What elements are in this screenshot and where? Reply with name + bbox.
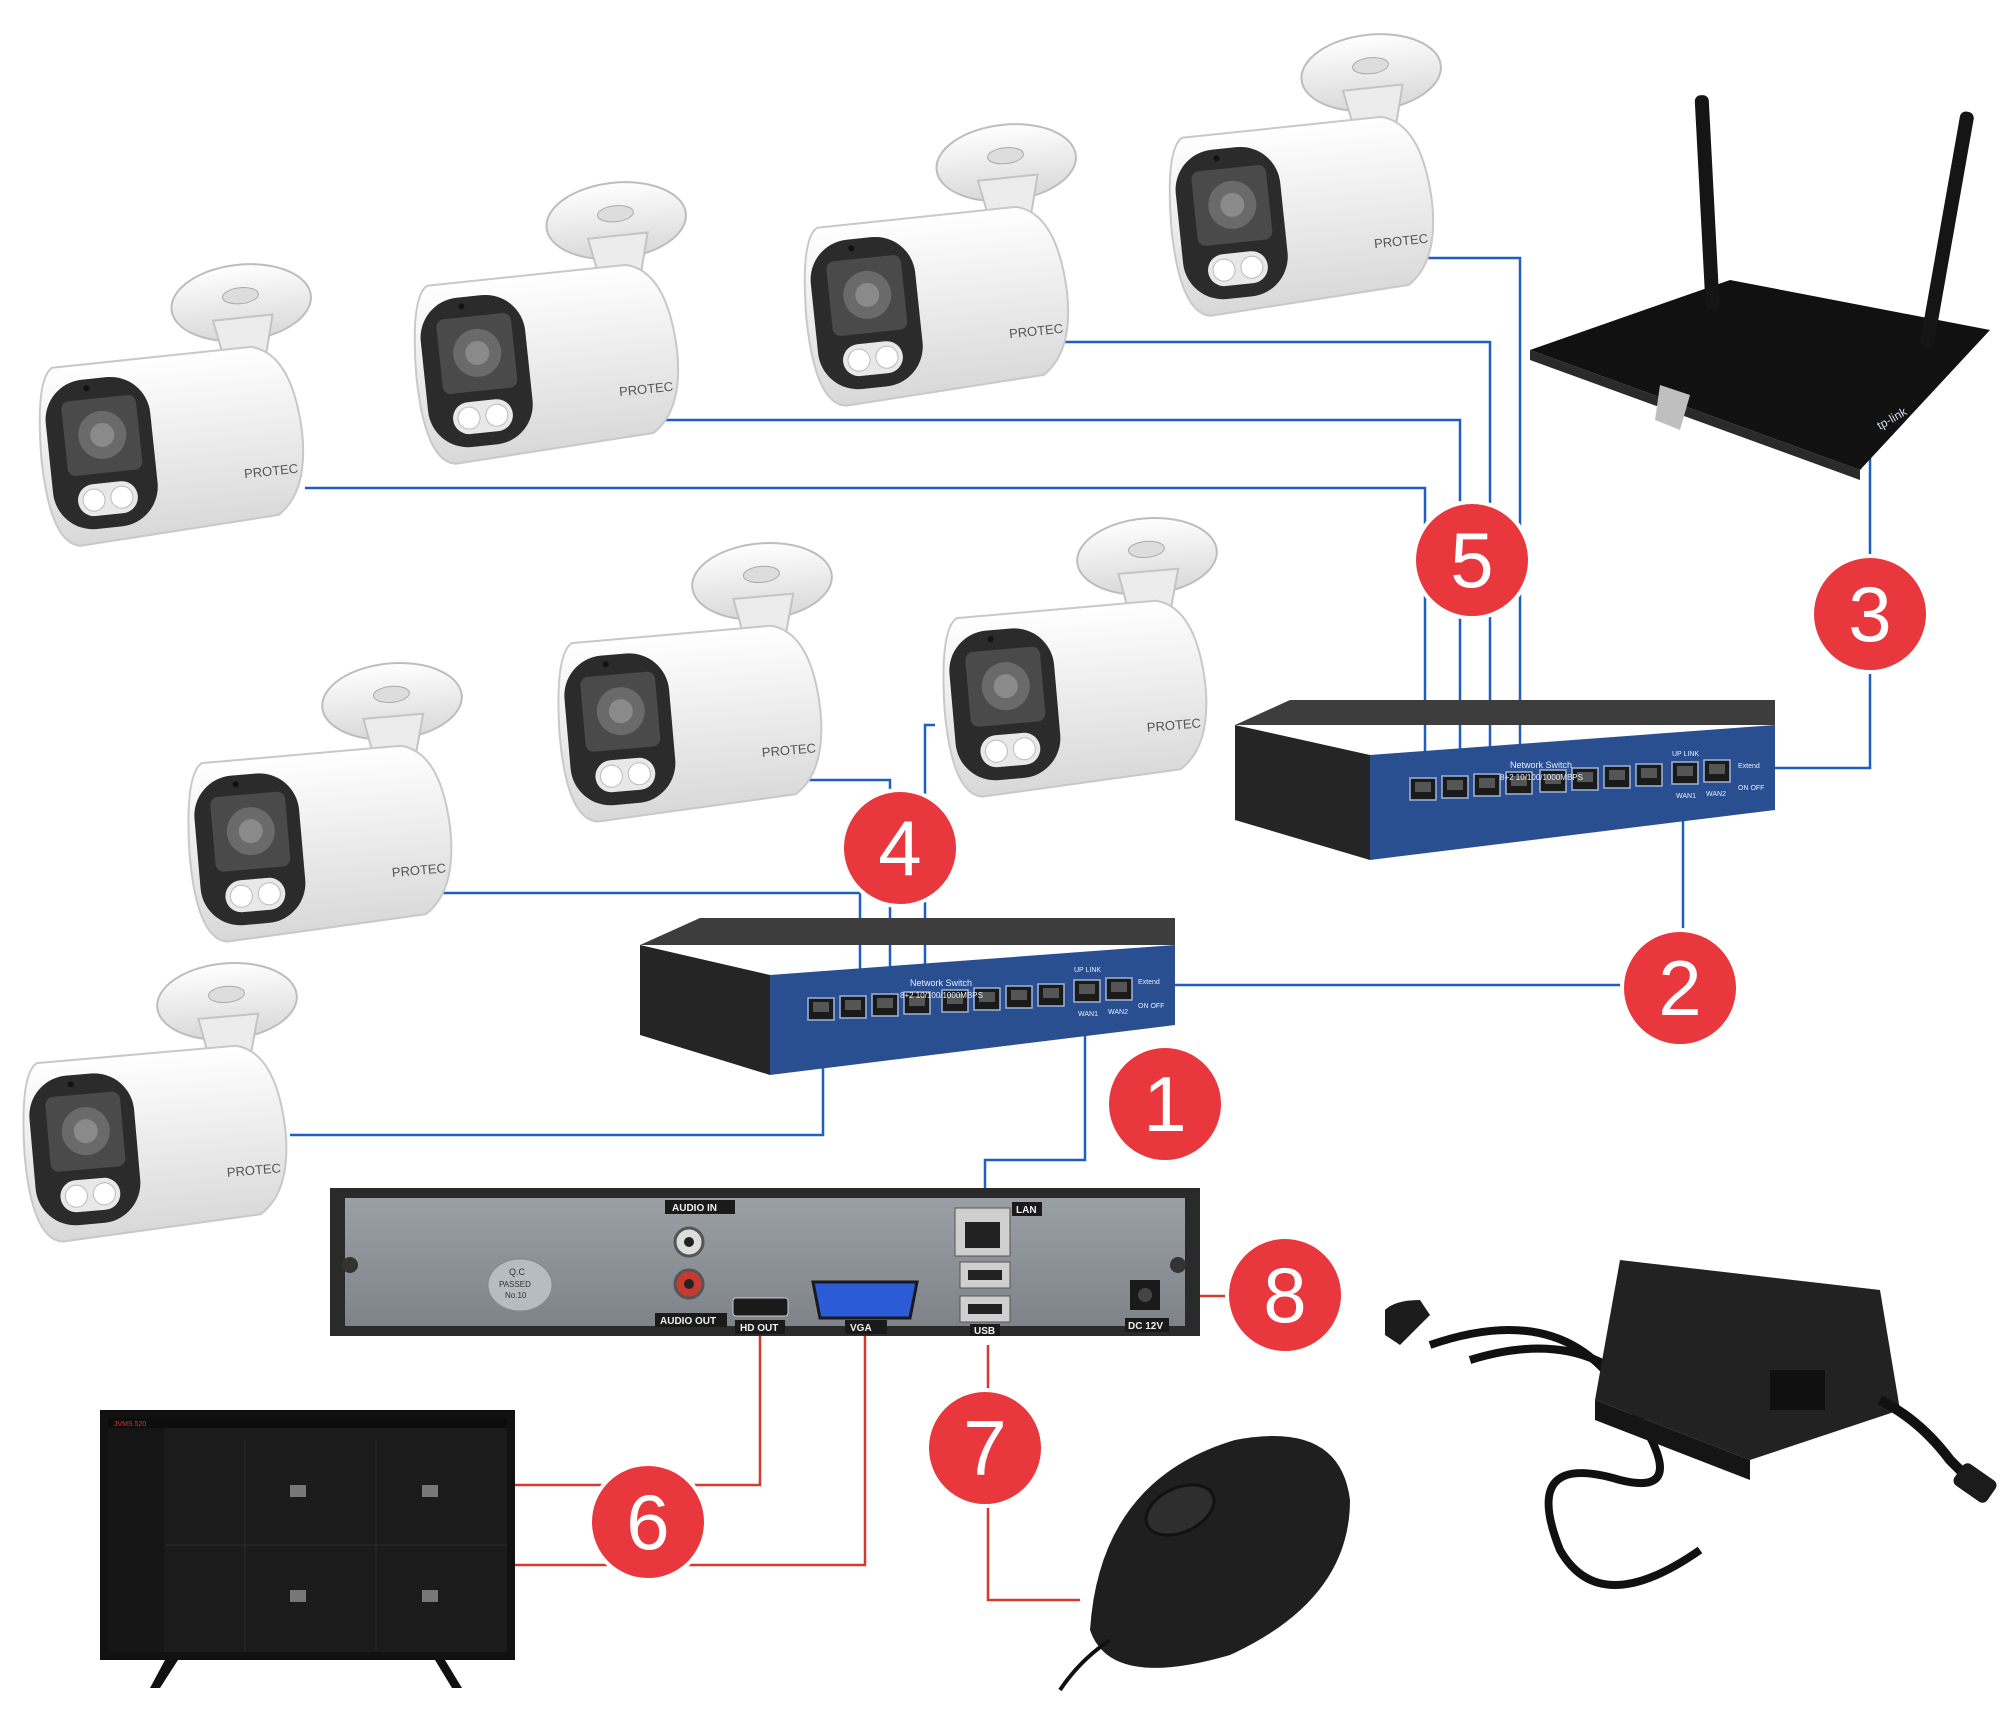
router-antenna-left xyxy=(1694,95,1720,310)
camera-brand: PROTEC xyxy=(243,461,298,482)
badge-1: 1 xyxy=(1105,1044,1225,1164)
svg-text:4: 4 xyxy=(878,804,921,892)
svg-text:7: 7 xyxy=(963,1404,1006,1492)
camera-3: PROTEC xyxy=(787,116,1101,410)
monitor: JVMS 520 xyxy=(100,1410,515,1688)
camera-brand: PROTEC xyxy=(1008,321,1063,342)
badges: 1 2 3 4 5 6 7 8 xyxy=(588,500,1930,1582)
switch-uplink: UP LINK xyxy=(1672,751,1699,758)
svg-text:No.10: No.10 xyxy=(505,1291,527,1300)
camera-8: PROTEC xyxy=(8,956,318,1246)
badge-2: 2 xyxy=(1620,928,1740,1048)
camera-brand: PROTEC xyxy=(1373,231,1428,252)
svg-text:8: 8 xyxy=(1263,1251,1306,1339)
camera-4: PROTEC xyxy=(1152,26,1466,320)
mouse xyxy=(1058,1436,1350,1692)
badge-7: 7 xyxy=(925,1388,1045,1508)
switch-extend: Extend xyxy=(1738,763,1760,770)
switch-spec: 8+2 10/100/1000MBPS xyxy=(900,991,983,1000)
svg-text:2: 2 xyxy=(1658,944,1701,1032)
badge-4: 4 xyxy=(840,788,960,908)
switch-power: ON OFF xyxy=(1138,1003,1164,1010)
camera-brand: PROTEC xyxy=(226,1160,281,1180)
camera-7: PROTEC xyxy=(928,511,1238,801)
camera-brand: PROTEC xyxy=(761,740,816,760)
camera-brand: PROTEC xyxy=(391,860,446,880)
hdmi-port xyxy=(732,1297,789,1317)
vga-port xyxy=(811,1280,919,1320)
switch-title: Network Switch xyxy=(1510,760,1572,770)
svg-text:PASSED: PASSED xyxy=(499,1280,531,1289)
nvr: Q.C PASSED No.10 AUDIO IN AUDIO OUT HD O… xyxy=(330,1188,1200,1337)
audio-out-label: AUDIO OUT xyxy=(660,1316,716,1327)
switch-spec: 8+2 10/100/1000MBPS xyxy=(1500,773,1583,782)
svg-text:5: 5 xyxy=(1450,516,1493,604)
camera-1: PROTEC xyxy=(22,256,336,550)
monitor-app-title: JVMS 520 xyxy=(114,1421,146,1428)
svg-text:3: 3 xyxy=(1848,570,1891,658)
switch-wan1: WAN1 xyxy=(1078,1011,1098,1018)
usb-label: USB xyxy=(974,1326,995,1337)
lan-label: LAN xyxy=(1016,1205,1037,1216)
switch-uplink: UP LINK xyxy=(1074,967,1101,974)
svg-text:1: 1 xyxy=(1143,1060,1186,1148)
vga-label: VGA xyxy=(850,1323,872,1334)
switch-wan1: WAN1 xyxy=(1676,793,1696,800)
dc-label: DC 12V xyxy=(1128,1321,1163,1332)
power-adapter xyxy=(1385,1260,1997,1589)
switch-power: ON OFF xyxy=(1738,785,1764,792)
camera-brand: PROTEC xyxy=(618,379,673,400)
router: tp-link xyxy=(1530,95,1990,480)
camera-6: PROTEC xyxy=(543,536,853,826)
badge-8: 8 xyxy=(1225,1235,1345,1355)
badge-5: 5 xyxy=(1412,500,1532,620)
badge-6: 6 xyxy=(588,1462,708,1582)
router-antenna-right xyxy=(1920,111,1974,349)
qc-sticker: Q.C PASSED No.10 xyxy=(487,1258,553,1312)
switch-title: Network Switch xyxy=(910,978,972,988)
switch-upper: Network Switch 8+2 10/100/1000MBPS UP LI… xyxy=(1235,700,1775,860)
audio-in-label: AUDIO IN xyxy=(672,1203,717,1214)
camera-2: PROTEC xyxy=(397,174,711,468)
hdmi-label: HD OUT xyxy=(740,1323,778,1334)
svg-text:Q.C: Q.C xyxy=(509,1267,526,1277)
camera-brand: PROTEC xyxy=(1146,715,1201,735)
svg-text:6: 6 xyxy=(626,1478,669,1566)
switch-wan2: WAN2 xyxy=(1706,791,1726,798)
camera-5: PROTEC xyxy=(173,656,483,946)
badge-3: 3 xyxy=(1810,554,1930,674)
switch-lower: Network Switch 8+2 10/100/1000MBPS UP LI… xyxy=(640,918,1175,1075)
switch-wan2: WAN2 xyxy=(1108,1009,1128,1016)
switch-extend: Extend xyxy=(1138,979,1160,986)
